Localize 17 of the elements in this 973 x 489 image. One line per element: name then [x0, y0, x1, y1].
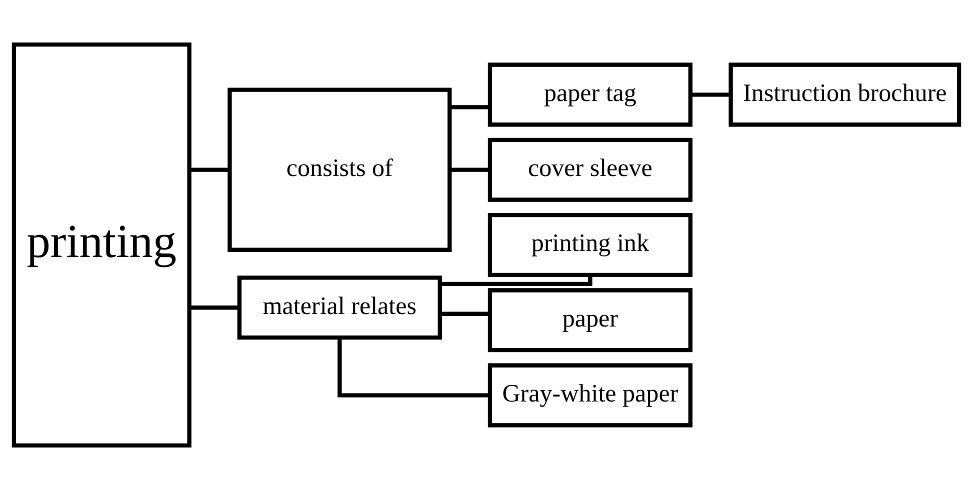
- connector: [338, 337, 490, 397]
- connector: [440, 311, 490, 316]
- node-box: printing ink: [488, 212, 692, 277]
- node-box: Gray-white paper: [488, 362, 692, 427]
- node-box: material relates: [237, 275, 442, 340]
- connector: [440, 274, 592, 286]
- node-box: paper: [488, 288, 692, 352]
- connector: [690, 92, 730, 96]
- node-box: consists of: [228, 87, 452, 252]
- node-box: cover sleeve: [488, 137, 692, 202]
- node-box: Instruction brochure: [728, 62, 962, 126]
- node-box: paper tag: [488, 62, 692, 126]
- connector: [190, 167, 230, 172]
- connector: [190, 305, 240, 310]
- connector: [450, 167, 490, 172]
- connector: [450, 104, 490, 109]
- node-box: printing: [12, 42, 192, 448]
